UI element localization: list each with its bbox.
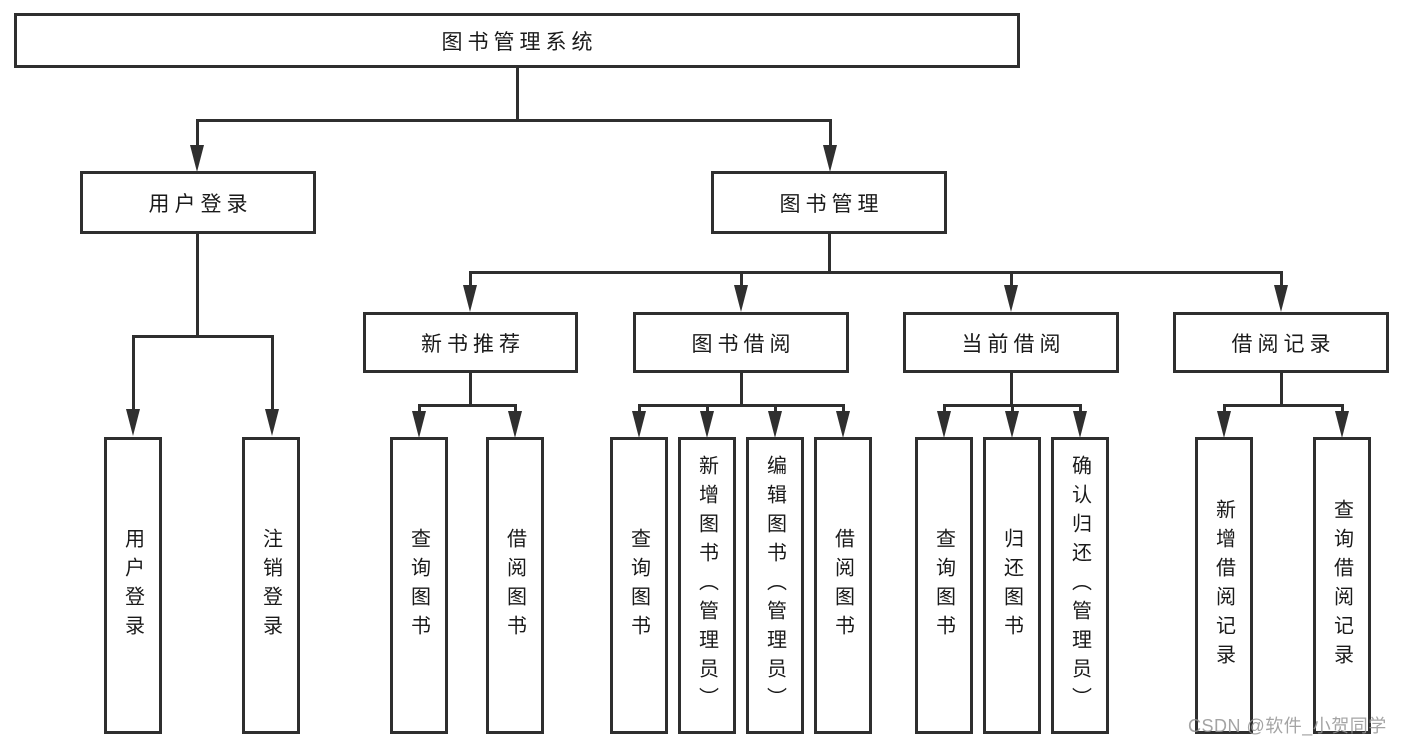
connector-line — [468, 271, 1282, 274]
connector-arrow-down — [508, 404, 522, 438]
connector-line — [131, 335, 274, 338]
node-new-book-recommend-label: 新书推荐 — [421, 332, 525, 356]
leaf-query-borrow-record-label: 查询借阅记录 — [1330, 498, 1353, 673]
node-borrow-records: 借阅记录 — [1173, 312, 1389, 373]
connector-arrow-down — [1004, 271, 1018, 312]
connector-arrow-down — [823, 119, 837, 172]
node-book-borrow: 图书借阅 — [633, 312, 849, 373]
node-root-label: 图书管理系统 — [441, 30, 598, 54]
leaf-return-book: 归还图书 — [983, 437, 1041, 734]
connector-line — [515, 68, 519, 122]
connector-arrow-down — [937, 404, 951, 438]
connector-arrow-down — [126, 335, 140, 436]
leaf-user-login-label: 用户登录 — [121, 527, 144, 644]
leaf-confirm-return-admin-label: 确认归还（管理员） — [1068, 455, 1091, 716]
leaf-confirm-return-admin: 确认归还（管理员） — [1051, 437, 1109, 734]
node-user-login-label: 用户登录 — [148, 192, 253, 216]
leaf-query-borrow-record: 查询借阅记录 — [1313, 437, 1371, 734]
connector-arrow-down — [1335, 404, 1349, 438]
leaf-edit-book-admin-label: 编辑图书（管理员） — [763, 455, 786, 716]
leaf-query-book-recommend: 查询图书 — [390, 437, 448, 734]
node-borrow-records-label: 借阅记录 — [1231, 332, 1336, 356]
leaf-query-book-borrow-label: 查询图书 — [627, 527, 650, 644]
connector-line — [827, 234, 831, 273]
leaf-query-book-current: 查询图书 — [915, 437, 973, 734]
connector-arrow-down — [412, 404, 426, 438]
connector-arrow-down — [1073, 404, 1087, 438]
leaf-borrow-book-recommend: 借阅图书 — [486, 437, 544, 734]
leaf-query-book-recommend-label: 查询图书 — [407, 527, 430, 644]
csdn-watermark: CSDN @软件_小贺同学 — [1188, 716, 1387, 736]
connector-arrow-down — [632, 404, 646, 438]
node-book-borrow-label: 图书借阅 — [691, 332, 796, 356]
node-new-book-recommend: 新书推荐 — [363, 312, 578, 373]
connector-arrow-down — [734, 271, 748, 312]
connector-line — [1222, 404, 1344, 407]
leaf-borrow-book: 借阅图书 — [814, 437, 872, 734]
leaf-logout-login-label: 注销登录 — [259, 527, 282, 644]
node-current-borrow: 当前借阅 — [903, 312, 1119, 373]
node-root: 图书管理系统 — [14, 13, 1020, 68]
connector-arrow-down — [700, 404, 714, 438]
connector-arrow-down — [1005, 404, 1019, 438]
connector-arrow-down — [463, 271, 477, 312]
connector-line — [469, 373, 472, 406]
leaf-return-book-label: 归还图书 — [1000, 527, 1023, 644]
connector-line — [637, 404, 845, 407]
connector-arrow-down — [265, 335, 279, 436]
leaf-add-borrow-record: 新增借阅记录 — [1195, 437, 1253, 734]
connector-arrow-down — [1274, 271, 1288, 312]
connector-line — [195, 234, 199, 337]
leaf-add-book-admin: 新增图书（管理员） — [678, 437, 736, 734]
leaf-edit-book-admin: 编辑图书（管理员） — [746, 437, 804, 734]
node-book-management: 图书管理 — [711, 171, 947, 234]
connector-arrow-down — [768, 404, 782, 438]
leaf-add-book-admin-label: 新增图书（管理员） — [695, 455, 718, 716]
leaf-query-book-borrow: 查询图书 — [610, 437, 668, 734]
connector-line — [739, 373, 743, 406]
node-user-login: 用户登录 — [80, 171, 316, 234]
connector-line — [1009, 373, 1013, 406]
leaf-logout-login: 注销登录 — [242, 437, 300, 734]
node-book-management-label: 图书管理 — [779, 192, 884, 216]
connector-line — [1279, 373, 1283, 406]
leaf-add-borrow-record-label: 新增借阅记录 — [1212, 498, 1235, 673]
connector-arrow-down — [190, 119, 204, 172]
node-current-borrow-label: 当前借阅 — [961, 332, 1066, 356]
connector-arrow-down — [1217, 404, 1231, 438]
connector-line — [195, 119, 832, 122]
connector-arrow-down — [836, 404, 850, 438]
leaf-borrow-book-label: 借阅图书 — [831, 527, 854, 644]
leaf-user-login: 用户登录 — [104, 437, 162, 734]
connector-line — [417, 404, 517, 407]
leaf-query-book-current-label: 查询图书 — [932, 527, 955, 644]
leaf-borrow-book-recommend-label: 借阅图书 — [503, 527, 526, 644]
